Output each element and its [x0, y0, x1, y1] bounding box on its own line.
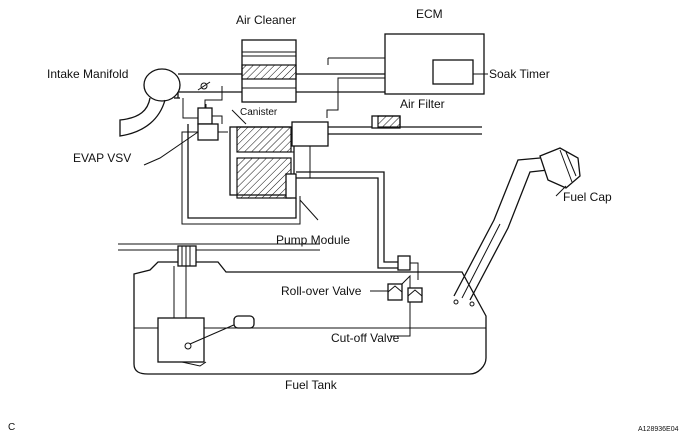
- footer-right-code: A128936E04: [638, 426, 679, 433]
- purge-piping: [181, 98, 301, 225]
- fuel-cap: [539, 147, 581, 189]
- footer-left-code: C: [8, 422, 15, 433]
- label-cut-off-valve: Cut-off Valve: [331, 331, 400, 345]
- leader-lines: [143, 77, 567, 337]
- label-air-filter: Air Filter: [400, 97, 445, 111]
- air-filter-line: [328, 115, 482, 135]
- intake-manifold: [119, 68, 211, 137]
- label-intake-manifold: Intake Manifold: [47, 67, 128, 81]
- air-cleaner: [241, 39, 297, 103]
- vapor-line: [318, 171, 419, 280]
- label-fuel-tank: Fuel Tank: [285, 378, 338, 392]
- label-soak-timer: Soak Timer: [489, 67, 550, 81]
- label-pump-module: Pump Module: [276, 233, 350, 247]
- soak-timer: [432, 59, 474, 85]
- fuel-pump-assembly: [157, 315, 255, 367]
- label-fuel-cap: Fuel Cap: [563, 190, 612, 204]
- label-roll-over-valve: Roll-over Valve: [281, 284, 362, 298]
- filler-neck: [453, 157, 549, 307]
- canister: [229, 126, 297, 199]
- label-evap-vsv: EVAP VSV: [73, 151, 131, 165]
- ecm: [384, 33, 488, 95]
- label-ecm: ECM: [416, 7, 443, 21]
- label-air-cleaner: Air Cleaner: [236, 13, 296, 27]
- pump-module: [291, 121, 329, 179]
- tank-valves: [387, 274, 423, 303]
- evap-vsv: [197, 107, 219, 141]
- label-canister: Canister: [240, 107, 278, 118]
